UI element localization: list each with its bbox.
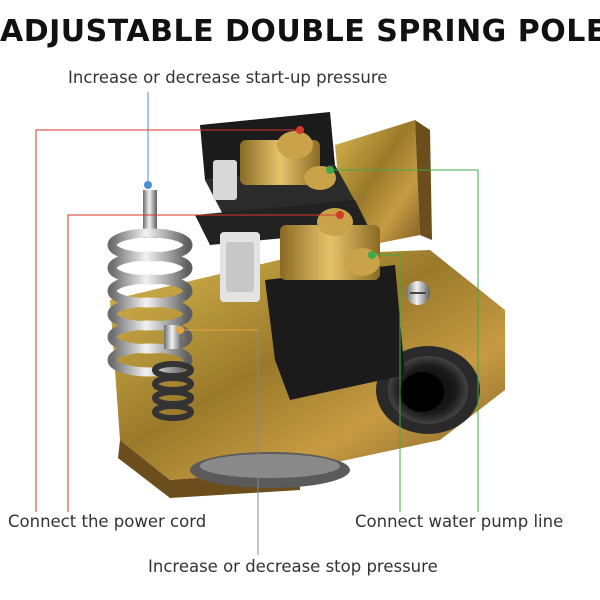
- small-spring: [152, 325, 194, 421]
- stop-marker: [176, 326, 184, 334]
- large-spring: [107, 190, 193, 377]
- power-leader-line-2: [67, 214, 340, 512]
- pump-leader-line-2: [372, 254, 401, 512]
- label-pump-line: Connect water pump line: [355, 512, 564, 531]
- page-title: ADJUSTABLE DOUBLE SPRING POLE: [0, 14, 600, 49]
- pump-leader-line-1: [330, 169, 479, 512]
- lower-contact-block: [195, 200, 405, 400]
- pump-marker-2: [368, 251, 376, 259]
- pump-marker-1: [326, 166, 334, 174]
- power-marker-2: [336, 211, 344, 219]
- startup-marker: [144, 181, 152, 189]
- power-leader-line-1: [35, 129, 300, 512]
- label-startup-pressure: Increase or decrease start-up pressure: [68, 68, 388, 87]
- label-stop-pressure: Increase or decrease stop pressure: [148, 557, 438, 576]
- power-marker-1: [296, 126, 304, 134]
- label-power-cord: Connect the power cord: [8, 512, 207, 531]
